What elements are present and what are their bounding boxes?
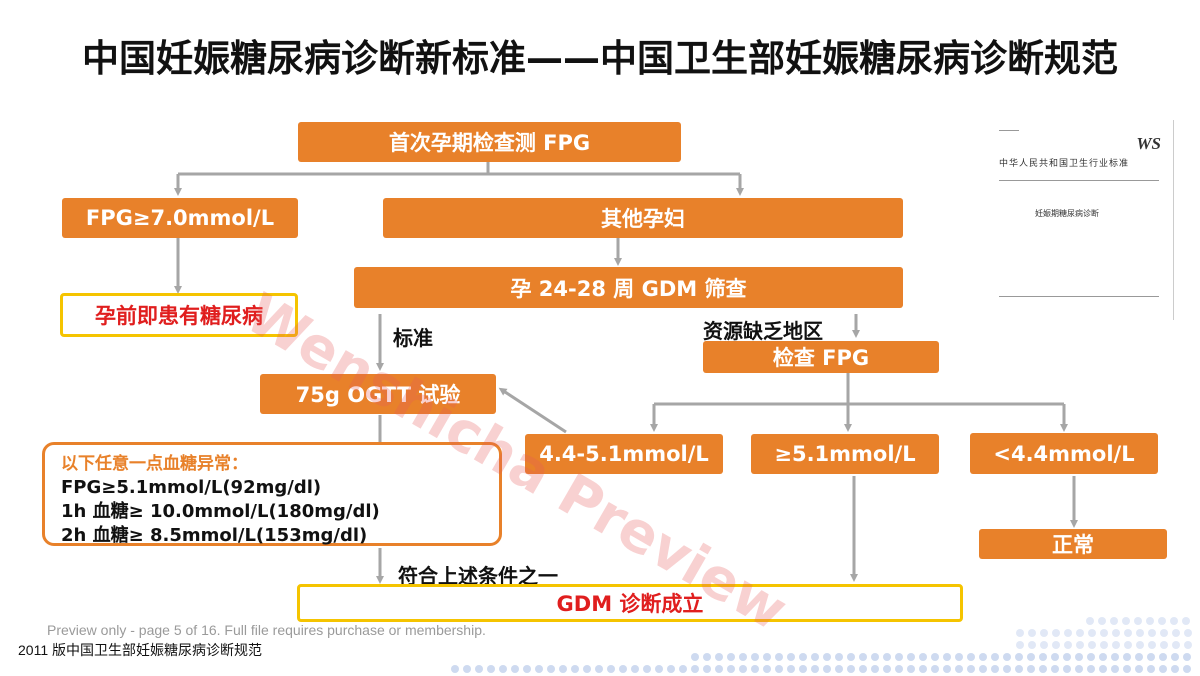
screening-box: 孕 24-28 周 GDM 筛查	[354, 267, 903, 308]
fpg-high-box: FPG≥7.0mmol/L	[62, 198, 298, 238]
criteria-box: 以下任意一点血糖异常： FPG≥5.1mmol/L(92mg/dl) 1h 血糖…	[42, 442, 502, 546]
criteria-line: 2h 血糖≥ 8.5mmol/L(153mg/dl)	[61, 525, 368, 546]
normal-box: 正常	[979, 529, 1167, 559]
ws-logo: WS	[1136, 134, 1161, 153]
other-pregnant-box: 其他孕妇	[383, 198, 903, 238]
gdm-result-box: GDM 诊断成立	[297, 584, 963, 622]
page-title: 中国妊娠糖尿病诊断新标准——中国卫生部妊娠糖尿病诊断规范	[82, 37, 1118, 80]
criteria-title: 以下任意一点血糖异常：	[61, 454, 248, 474]
preview-notice: Preview only - page 5 of 16. Full file r…	[47, 622, 486, 638]
decorative-dots	[451, 617, 1192, 673]
doc-header: 中华人民共和国卫生行业标准	[999, 159, 1130, 169]
pre-diabetes-box: 孕前即患有糖尿病	[60, 293, 298, 337]
first-check-box: 首次孕期检查测 FPG	[298, 122, 681, 162]
resource-label: 资源缺乏地区	[703, 319, 823, 343]
range-mid-box: 4.4-5.1mmol/L	[525, 434, 723, 474]
check-fpg-box: 检查 FPG	[703, 341, 939, 373]
standard-document-thumbnail: WS 中华人民共和国卫生行业标准 妊娠期糖尿病诊断	[995, 120, 1174, 320]
ogtt-box: 75g OGTT 试验	[260, 374, 496, 414]
standard-label: 标准	[393, 326, 433, 350]
criteria-line: 1h 血糖≥ 10.0mmol/L(180mg/dl)	[61, 501, 380, 522]
range-high-box: ≥5.1mmol/L	[751, 434, 939, 474]
slide-caption: 2011 版中国卫生部妊娠糖尿病诊断规范	[18, 642, 262, 658]
doc-title: 妊娠期糖尿病诊断	[1035, 209, 1099, 218]
criteria-line: FPG≥5.1mmol/L(92mg/dl)	[61, 477, 322, 498]
range-low-box: <4.4mmol/L	[970, 433, 1158, 474]
